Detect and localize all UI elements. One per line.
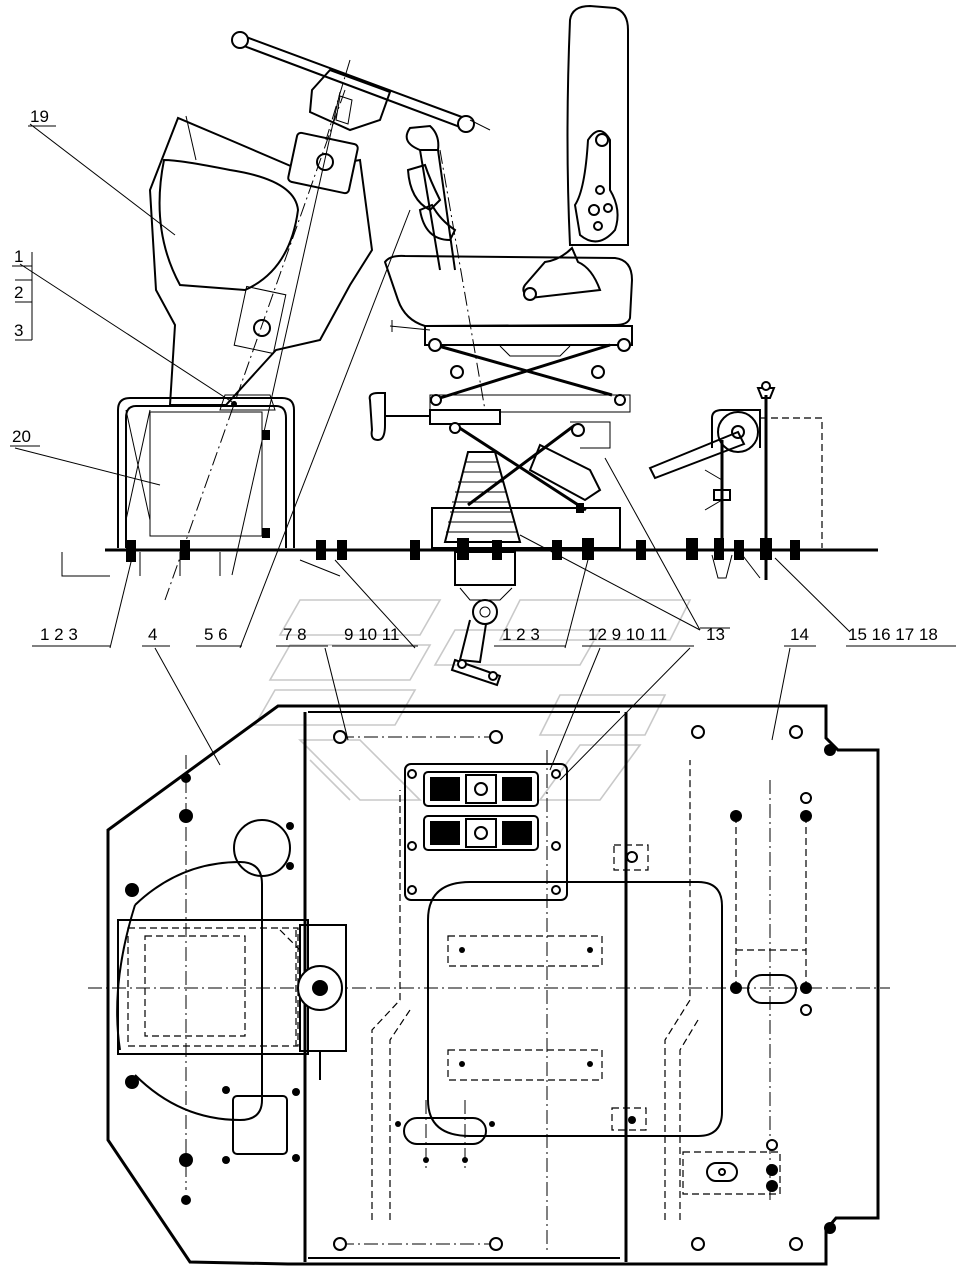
- hand-brake-lever: [648, 381, 823, 580]
- callout-13: 13: [706, 625, 725, 644]
- callout-group-1-2-3-left: 1 2 3: [40, 625, 78, 644]
- callout-3: 3: [14, 321, 23, 340]
- hand-brake-plan: [682, 974, 797, 1195]
- callout-19: 19: [30, 107, 49, 126]
- callout-group-15-16-17-18: 15 16 17 18: [848, 625, 938, 644]
- callout-group-9-10-11: 9 10 11: [344, 625, 399, 644]
- pedal-frame: [117, 397, 295, 548]
- floor-bolts: [126, 538, 800, 562]
- side-view: [14, 4, 878, 781]
- callout-4: 4: [148, 625, 157, 644]
- watermark-logo: [253, 599, 692, 801]
- callout-labels: 19 1 2 3 20 1 2 3 4 5 6 7 8 9 10 11 1 2 …: [10, 107, 956, 647]
- callout-group-1-2-3-center: 1 2 3: [502, 625, 540, 644]
- steering-column: [148, 89, 374, 601]
- pedal-area-plan: [116, 819, 347, 1155]
- plan-view: [88, 704, 890, 1266]
- gear-lever: [405, 124, 486, 411]
- callout-2: 2: [14, 283, 23, 302]
- callout-group-5-6: 5 6: [204, 625, 228, 644]
- callout-20: 20: [12, 427, 31, 446]
- callout-group-7-8: 7 8: [283, 625, 307, 644]
- callout-1: 1: [14, 247, 23, 266]
- driver-seat: [383, 4, 634, 357]
- floor-plate-outline: [106, 704, 880, 1266]
- plate-holes: [125, 725, 836, 1251]
- callout-14: 14: [790, 625, 809, 644]
- gear-boot: [443, 451, 522, 687]
- steering-wheel: [231, 31, 491, 141]
- seat-mount-plan: [404, 763, 568, 901]
- seat-footprint-plan: [395, 881, 723, 1170]
- seat-suspension: [368, 338, 631, 549]
- callout-group-12-9-10-11: 12 9 10 11: [588, 625, 667, 644]
